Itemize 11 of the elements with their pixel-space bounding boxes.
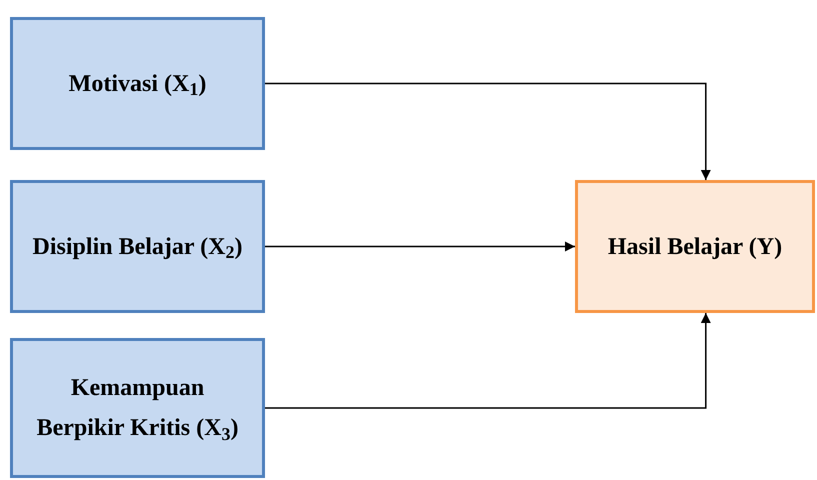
variable-box	[10, 17, 265, 150]
variable-box	[10, 180, 265, 313]
arrow	[265, 242, 575, 252]
arrow	[265, 82, 711, 180]
variable-box	[575, 180, 815, 313]
variable-label: Hasil Belajar (Y)	[608, 232, 782, 262]
variable-box	[10, 338, 265, 478]
arrow	[265, 313, 711, 409]
variable-label: Kemampuan Berpikir Kritis (X$_{3}$)	[36, 374, 240, 446]
variable-label: Motivasi (X$_{1}$)	[68, 70, 206, 101]
variable-label: Disiplin Belajar (X$_{2}$)	[32, 232, 242, 264]
